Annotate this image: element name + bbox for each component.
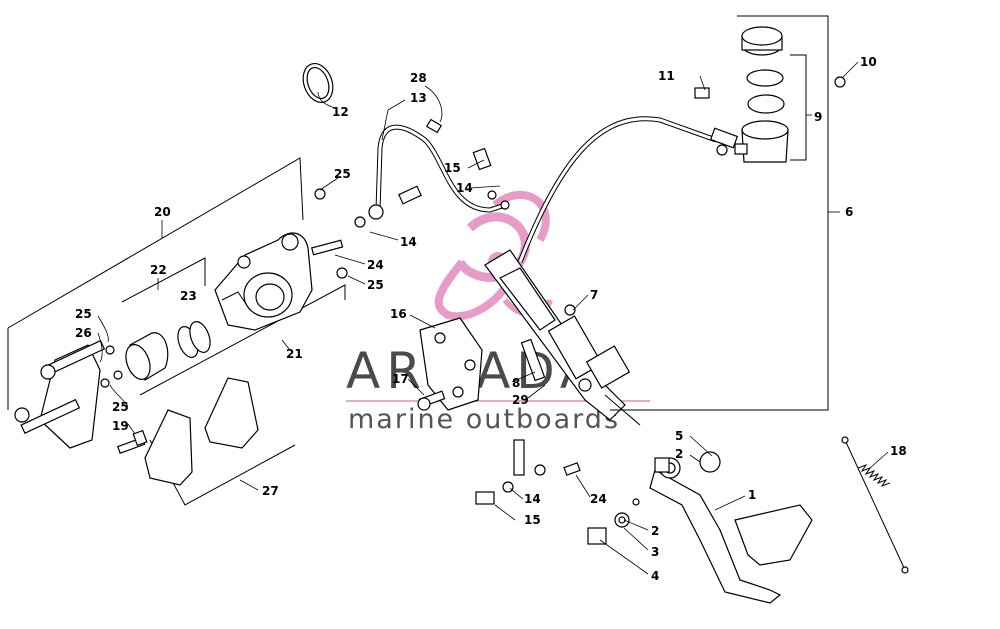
piston-seals [177,321,211,358]
watermark-tagline: marine outboards [348,404,620,435]
callout-22: 22 [150,263,167,277]
return-spring [841,436,909,574]
bleeder-screw [563,462,581,476]
snap-ring [302,63,334,103]
callout-16: 16 [390,307,407,321]
callout-4: 4 [651,569,659,583]
callout-12: 12 [332,105,349,119]
brake-hose-reservoir [517,116,739,263]
callout-17: 17 [392,372,409,386]
callout-14-lower: 14 [524,492,541,506]
callout-6: 6 [845,205,853,219]
callout-13: 13 [410,91,427,105]
callout-2-upper: 2 [675,447,683,461]
mount-bolt [417,390,446,411]
reservoir-screws [694,76,846,99]
caliper-assembly-bracket-lines [7,157,346,506]
callout-8: 8 [512,376,520,390]
master-cylinder [484,249,641,426]
callout-25-lower: 25 [112,400,129,414]
callout-7: 7 [590,288,598,302]
callout-25-bracket: 25 [75,307,92,321]
mount-plate [419,317,483,411]
fluid-reservoir [716,26,789,163]
callout-11: 11 [658,69,675,83]
brake-hose-caliper [368,118,506,220]
callout-3: 3 [651,545,659,559]
callout-5: 5 [675,429,683,443]
caliper-mount-bracket [14,339,123,449]
brake-pedal [649,457,813,604]
bracket-bolt [116,429,148,454]
clevis-pin [520,338,546,382]
caliper-bleeder [310,188,348,279]
callout-24-upper: 24 [367,258,384,272]
callout-1: 1 [748,488,756,502]
brake-pads [144,377,259,486]
callout-26: 26 [75,326,92,340]
callout-18: 18 [890,444,907,458]
callout-27: 27 [262,484,279,498]
callout-21: 21 [286,347,303,361]
caliper-piston [125,332,169,381]
callout-19: 19 [112,419,129,433]
reservoir-bracket-lines [610,15,829,411]
callout-labels: 1 2 2 3 4 5 6 7 8 9 10 11 12 13 14 14 14… [75,55,907,583]
callout-23: 23 [180,289,197,303]
callout-14-upper: 14 [456,181,473,195]
callout-28: 28 [410,71,427,85]
callout-20: 20 [154,205,171,219]
callout-25-caliper: 25 [367,278,384,292]
callout-15-upper: 15 [444,161,461,175]
banjo-fitting-upper [354,147,510,228]
callout-leader-lines [97,61,889,575]
callout-29: 29 [512,393,529,407]
callout-9: 9 [814,110,822,124]
callout-10: 10 [860,55,877,69]
callout-14-caliper: 14 [400,235,417,249]
callout-25-top: 25 [334,167,351,181]
callout-24-lower: 24 [590,492,607,506]
caliper-body [214,232,313,331]
callout-15-lower: 15 [524,513,541,527]
banjo-fitting-lower [475,439,546,505]
callout-2-lower: 2 [651,524,659,538]
